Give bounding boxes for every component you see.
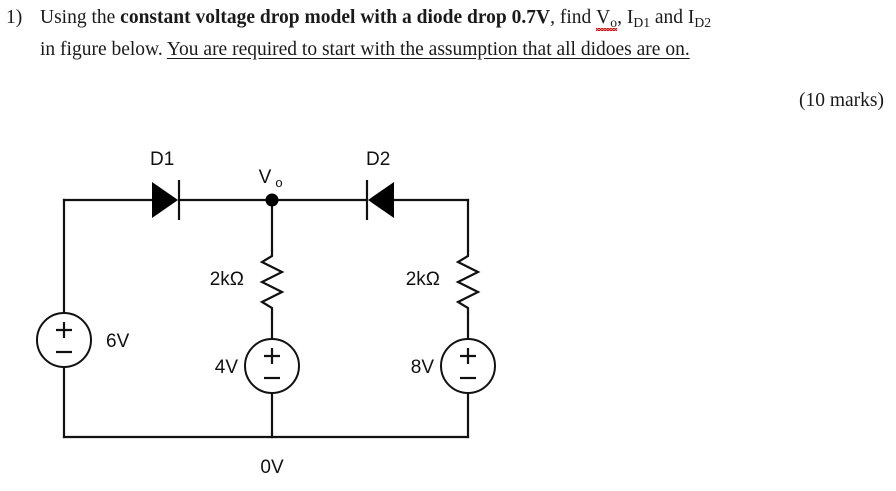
node-voltage-label: V [259,167,272,188]
diode-d1-triangle [152,182,178,218]
question-marks: (10 marks) [798,90,884,111]
vo-node-dot [265,193,279,207]
question-underlined-instruction: You are required to start with the assum… [166,39,690,60]
source-8v-circle [440,338,496,394]
source-6v-plus [56,322,72,338]
vo-spellcheck-wrapper: Vo [596,7,618,32]
vo-subscript: o [610,14,618,30]
question-intro-text: Using the [40,7,121,28]
resistor-left-label: 2kΩ [210,269,244,290]
question-id1-text: , I [617,7,634,28]
question-and-text: and I [650,7,695,28]
question-line-1: Using the constant voltage drop model wi… [40,7,712,32]
source-6v-label: 6V [106,331,130,352]
question-number: 1) [6,7,23,28]
resistor-right-symbol [455,250,481,314]
id1-subscript: D1 [633,14,651,30]
circuit-diagram: D1 D2 V o 2kΩ 2kΩ 6V 4V 8V 0V [0,128,896,491]
question-find-text: , find [550,7,597,28]
source-4v-plus [264,348,280,364]
question-line-2: in figure below. You are required to sta… [40,40,690,60]
ground-reference-label: 0V [260,457,284,478]
question-bold-model-text: constant voltage drop model with a diode… [120,7,551,28]
resistor-right-label: 2kΩ [406,269,440,290]
source-4v-label: 4V [215,357,239,378]
id2-subscript: D2 [694,14,712,30]
diode-d2-label: D2 [366,149,390,170]
source-8v-label: 8V [411,357,435,378]
voltage-source-8v-symbol [440,338,496,394]
node-voltage-label-subscript: o [275,175,282,190]
source-6v-circle [36,312,92,368]
question-figure-reference: in figure below. [40,39,167,60]
diode-d1-label: D1 [150,149,174,170]
voltage-source-6v-symbol [36,312,92,368]
circuit-svg: D1 D2 V o 2kΩ 2kΩ 6V 4V 8V 0V [36,149,496,478]
diode-d1-symbol [152,180,181,220]
diode-d2-triangle [368,182,394,218]
source-4v-circle [244,338,300,394]
source-8v-plus [460,348,476,364]
vo-symbol: V [596,7,611,28]
resistor-left-symbol [259,250,285,314]
diode-d2-symbol [365,180,394,220]
voltage-source-4v-symbol [244,338,300,394]
